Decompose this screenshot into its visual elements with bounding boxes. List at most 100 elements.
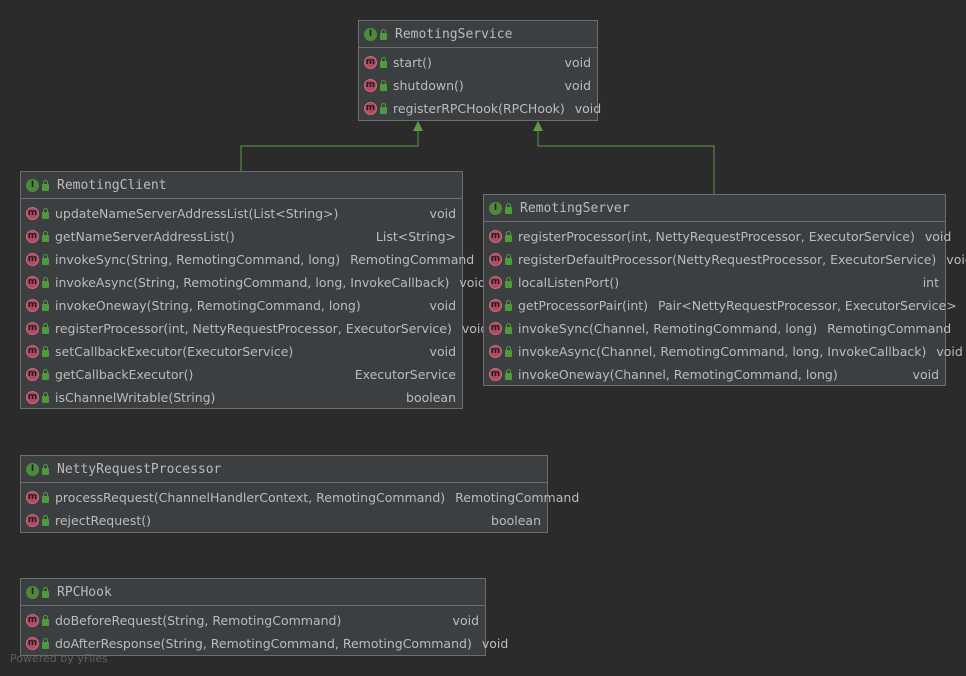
public-lock-icon <box>42 615 49 626</box>
method-icon: m <box>26 299 49 312</box>
method-row[interactable]: m invokeAsync(String, RemotingCommand, lo… <box>21 271 486 294</box>
method-return-type: void <box>924 229 952 244</box>
method-return-type: RemotingCommand <box>455 490 580 505</box>
method-signature: registerProcessor(int, NettyRequestProce… <box>518 229 915 244</box>
method-signature: localListenPort() <box>518 275 620 290</box>
method-icon: m <box>26 276 49 289</box>
public-lock-icon <box>505 300 512 311</box>
client-extends-service-arrowhead <box>413 121 423 131</box>
interface-icon: I <box>489 201 512 215</box>
method-row[interactable]: m invokeOneway(String, RemotingCommand, l… <box>21 294 462 317</box>
interface-icon: I <box>364 27 387 41</box>
method-signature: getProcessorPair(int) <box>518 298 649 313</box>
method-signature: registerRPCHook(RPCHook) <box>393 101 565 116</box>
method-icon: m <box>489 276 512 289</box>
method-return-type: List<String> <box>375 229 456 244</box>
method-signature: invokeOneway(String, RemotingCommand, lo… <box>55 298 361 313</box>
method-icon: m <box>26 614 49 627</box>
method-signature: invokeOneway(Channel, RemotingCommand, l… <box>518 367 838 382</box>
method-icon: m <box>26 345 49 358</box>
method-icon: m <box>489 345 512 358</box>
class-name: RemotingService <box>395 26 513 42</box>
public-lock-icon <box>42 638 49 649</box>
method-return-type: void <box>936 344 963 359</box>
public-lock-icon <box>42 392 49 403</box>
method-return-type: void <box>429 344 456 359</box>
method-signature: isChannelWritable(String) <box>55 390 216 405</box>
method-return-type: void <box>461 321 489 336</box>
method-row[interactable]: m registerProcessor(int, NettyRequestProc… <box>21 317 488 340</box>
public-lock-icon <box>505 277 512 288</box>
public-lock-icon <box>505 254 512 265</box>
method-signature: start() <box>393 55 432 70</box>
public-lock-icon <box>42 346 49 357</box>
method-icon: m <box>489 299 512 312</box>
method-icon: m <box>364 102 387 115</box>
class-header: I RemotingService <box>359 21 597 48</box>
method-return-type: void <box>429 298 456 313</box>
method-signature: registerDefaultProcessor(NettyRequestPro… <box>518 252 937 267</box>
method-icon: m <box>26 207 49 220</box>
method-signature: invokeAsync(String, RemotingCommand, lon… <box>55 275 450 290</box>
method-row[interactable]: m invokeAsync(Channel, RemotingCommand, l… <box>484 340 963 363</box>
method-row[interactable]: m localListenPort() int <box>484 271 945 294</box>
method-signature: getNameServerAddressList() <box>55 229 235 244</box>
method-return-type: int <box>922 275 939 290</box>
public-lock-icon <box>42 231 49 242</box>
method-return-type: void <box>481 636 509 651</box>
method-return-type: RemotingCommand <box>827 321 952 336</box>
method-icon: m <box>26 391 49 404</box>
method-row[interactable]: m shutdown() void <box>359 74 597 97</box>
method-icon: m <box>364 56 387 69</box>
method-signature: invokeSync(String, RemotingCommand, long… <box>55 252 341 267</box>
public-lock-icon <box>505 231 512 242</box>
method-return-type: void <box>564 78 591 93</box>
powered-by-footer: Powered by yFiles <box>10 652 108 665</box>
server-extends-service-arrowhead <box>533 121 543 131</box>
method-signature: setCallbackExecutor(ExecutorService) <box>55 344 294 359</box>
interface-icon: I <box>26 178 49 192</box>
method-signature: shutdown() <box>393 78 464 93</box>
public-lock-icon <box>42 323 49 334</box>
public-lock-icon <box>42 300 49 311</box>
method-row[interactable]: m registerDefaultProcessor(NettyRequestPr… <box>484 248 966 271</box>
public-lock-icon <box>505 323 512 334</box>
public-lock-icon <box>42 492 49 503</box>
client-extends-service-edge <box>240 126 419 172</box>
method-signature: registerProcessor(int, NettyRequestProce… <box>55 321 452 336</box>
method-row[interactable]: m getNameServerAddressList() List<String> <box>21 225 462 248</box>
method-signature: invokeAsync(Channel, RemotingCommand, lo… <box>518 344 927 359</box>
method-icon: m <box>26 322 49 335</box>
method-icon: m <box>489 253 512 266</box>
method-icon: m <box>364 79 387 92</box>
method-signature: invokeSync(Channel, RemotingCommand, lon… <box>518 321 818 336</box>
method-return-type: void <box>459 275 486 290</box>
method-return-type: boolean <box>491 513 541 528</box>
method-icon: m <box>26 230 49 243</box>
method-icon: m <box>26 368 49 381</box>
public-lock-icon <box>505 369 512 380</box>
method-row[interactable]: m setCallbackExecutor(ExecutorService) voi… <box>21 340 462 363</box>
method-return-type: void <box>429 206 456 221</box>
